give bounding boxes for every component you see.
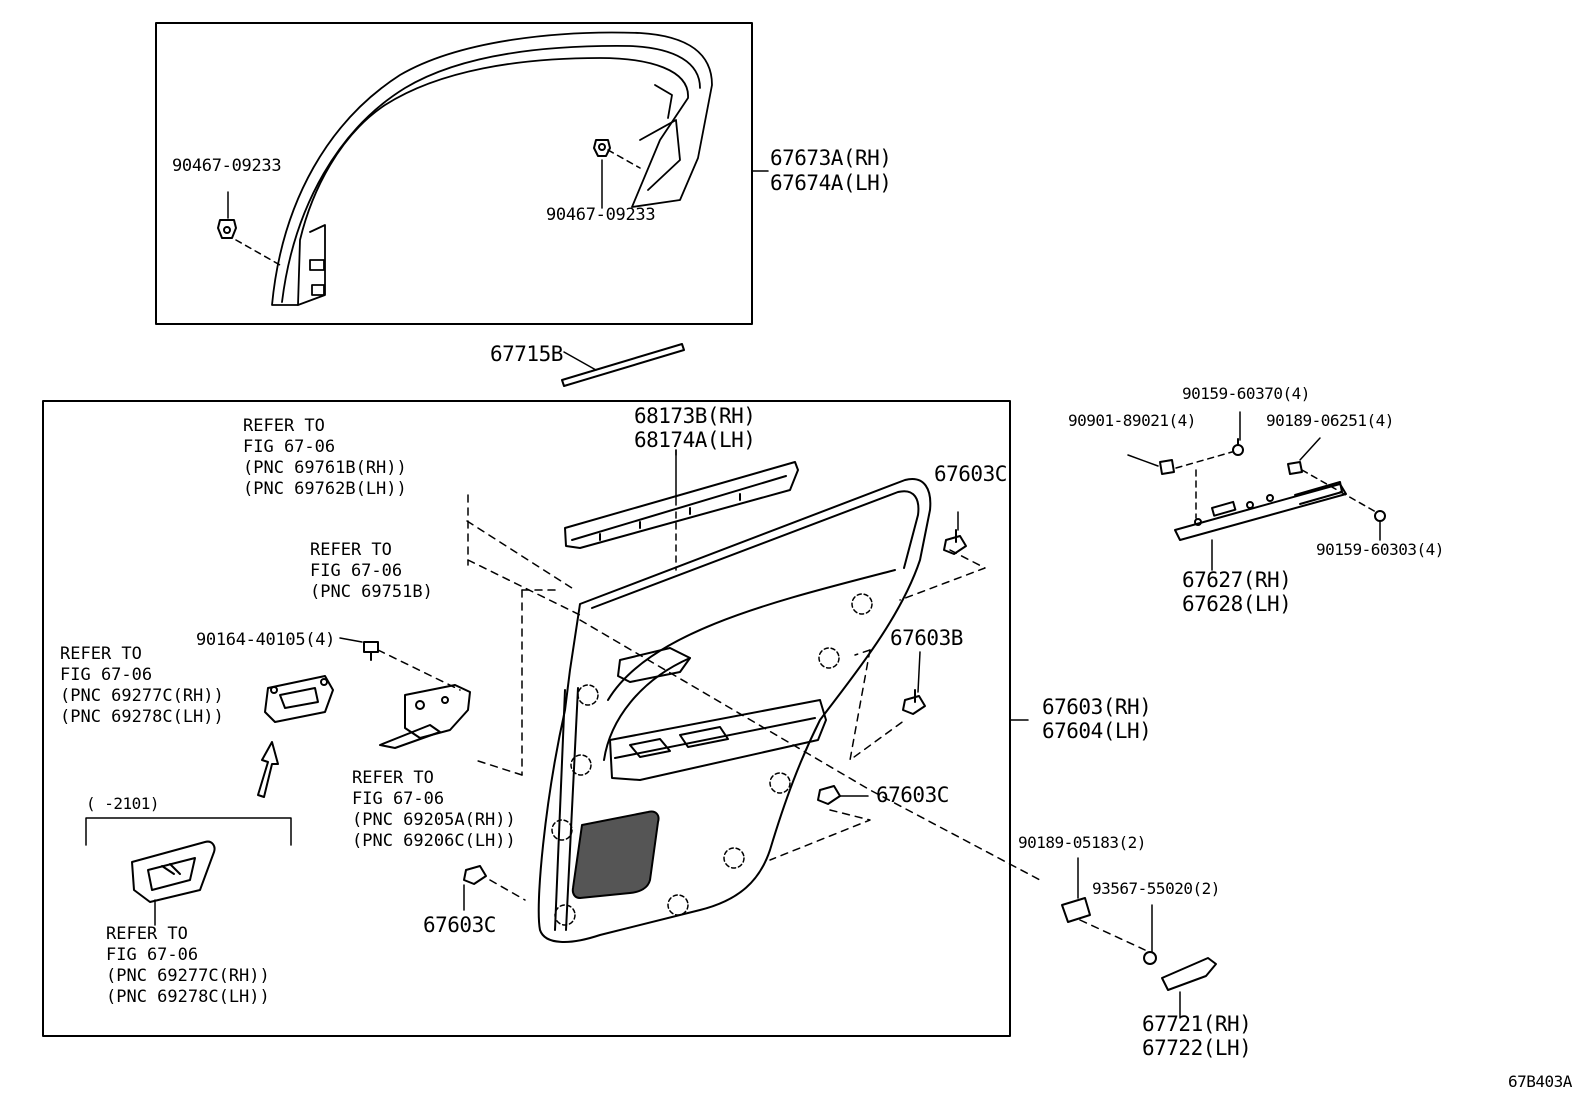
strip-67715B bbox=[561, 343, 685, 387]
clip-90467-left bbox=[217, 219, 237, 239]
window-frame-garnish bbox=[271, 31, 713, 306]
part-67603C-mid-label: 67603C bbox=[876, 783, 949, 807]
top-detail-frame bbox=[155, 22, 753, 325]
arrow-up-indicator bbox=[257, 741, 279, 798]
part-67603C-bottom-label: 67603C bbox=[423, 913, 496, 937]
reference-note-69761: REFER TO FIG 67-06 (PNC 69761B(RH)) (PNC… bbox=[243, 416, 407, 499]
pad-90189-05183 bbox=[1061, 897, 1091, 923]
part-68174A-label: 68174A(LH) bbox=[634, 428, 756, 452]
part-90189-06251-label: 90189-06251(4) bbox=[1266, 411, 1394, 430]
part-68173B-label: 68173B(RH) bbox=[634, 404, 756, 428]
clip-90467-right bbox=[593, 139, 611, 157]
main-detail-frame bbox=[42, 400, 1011, 1037]
date-range-label: ( -2101) bbox=[86, 794, 160, 813]
part-67603C-top-label: 67603C bbox=[934, 462, 1007, 486]
part-90164-label: 90164-40105(4) bbox=[196, 630, 336, 650]
part-90189-05183-label: 90189-05183(2) bbox=[1018, 833, 1146, 852]
clip-67603C-mid bbox=[817, 785, 841, 805]
reference-note-69205: REFER TO FIG 67-06 (PNC 69205A(RH)) (PNC… bbox=[352, 768, 516, 851]
door-trim-board bbox=[537, 478, 932, 943]
clip-67603C-bottom bbox=[463, 865, 487, 885]
bezel-69277-upper bbox=[264, 675, 334, 723]
inner-handle-assembly bbox=[379, 684, 471, 749]
bracket-67627 bbox=[1174, 481, 1347, 541]
part-67721-label: 67721(RH) bbox=[1142, 1012, 1252, 1036]
part-67715B-label: 67715B bbox=[490, 342, 563, 366]
clip-67603C-top bbox=[943, 529, 967, 555]
bolt-90159-60370 bbox=[1232, 438, 1244, 456]
part-90159-60370-label: 90159-60370(4) bbox=[1182, 384, 1310, 403]
part-90901-label: 90901-89021(4) bbox=[1068, 411, 1196, 430]
part-67604-label: 67604(LH) bbox=[1042, 719, 1152, 743]
screw-90164 bbox=[363, 641, 379, 661]
belt-molding-68173B bbox=[564, 461, 799, 549]
reference-note-69751: REFER TO FIG 67-06 (PNC 69751B) bbox=[310, 540, 433, 602]
cover-67721 bbox=[1161, 957, 1217, 991]
part-90159-60303-label: 90159-60303(4) bbox=[1316, 540, 1444, 559]
part-67627-label: 67627(RH) bbox=[1182, 568, 1292, 592]
part-67603-label: 67603(RH) bbox=[1042, 695, 1152, 719]
reference-note-69277-lower: REFER TO FIG 67-06 (PNC 69277C(RH)) (PNC… bbox=[106, 924, 270, 1007]
bezel-69277-lower bbox=[131, 840, 216, 903]
part-67628-label: 67628(LH) bbox=[1182, 592, 1292, 616]
nut-90189-06251 bbox=[1287, 461, 1303, 475]
part-67673A-label: 67673A(RH) bbox=[770, 146, 892, 170]
clip-93567 bbox=[1143, 951, 1157, 965]
figure-id-label: 67B403A bbox=[1508, 1072, 1572, 1091]
nut-90901 bbox=[1159, 459, 1175, 475]
part-67674A-label: 67674A(LH) bbox=[770, 171, 892, 195]
part-90467-left-label: 90467-09233 bbox=[172, 156, 282, 176]
part-90467-right-label: 90467-09233 bbox=[546, 205, 656, 225]
part-93567-label: 93567-55020(2) bbox=[1092, 879, 1220, 898]
bolt-90159-60303 bbox=[1374, 510, 1386, 522]
part-67722-label: 67722(LH) bbox=[1142, 1036, 1252, 1060]
part-67603B-label: 67603B bbox=[890, 626, 963, 650]
reference-note-69277-upper: REFER TO FIG 67-06 (PNC 69277C(RH)) (PNC… bbox=[60, 644, 224, 727]
clip-67603B bbox=[902, 689, 926, 715]
